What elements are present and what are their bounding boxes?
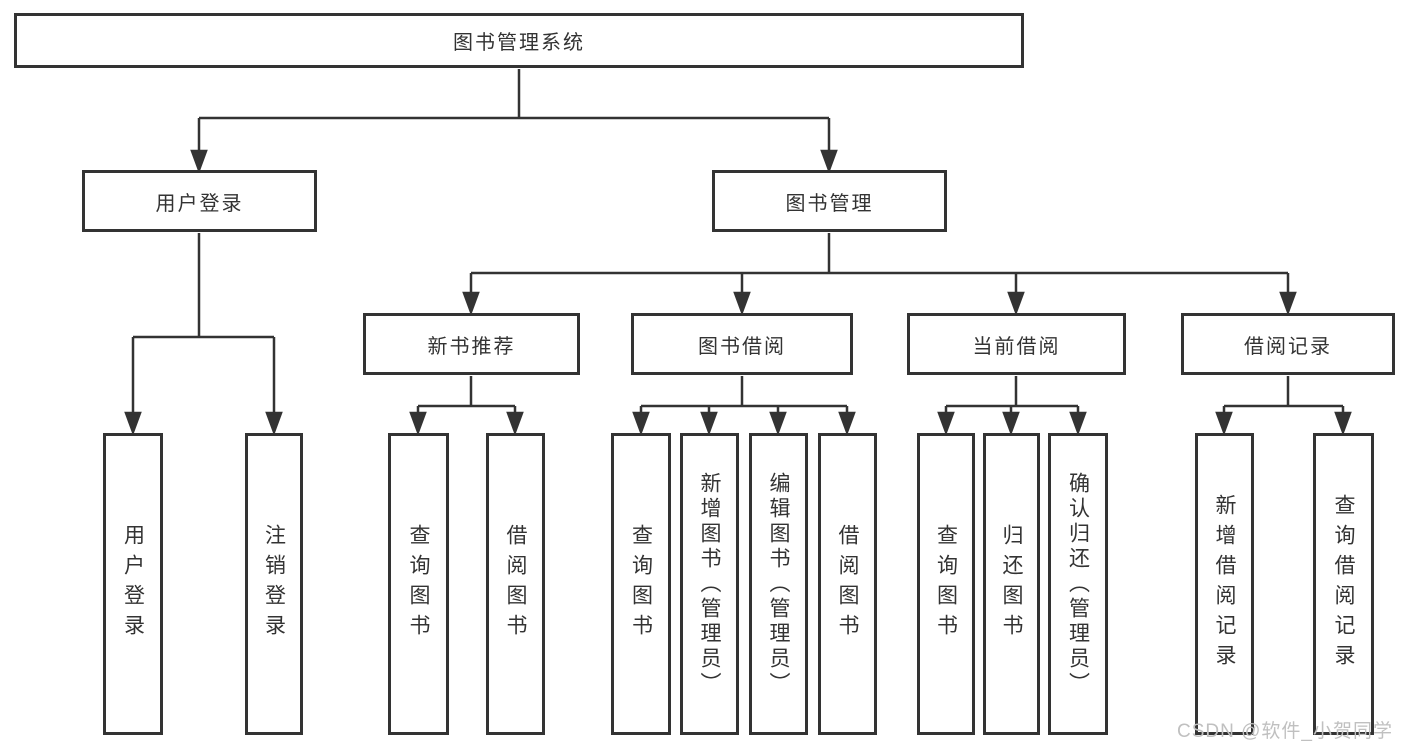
connector-line: [944, 376, 1080, 415]
arrowhead-icon: [769, 411, 787, 436]
arrowhead-icon: [1215, 411, 1233, 436]
node-label: 图书管理系统: [453, 32, 585, 54]
watermark: CSDN @软件_小贺同学: [1177, 721, 1393, 742]
connector-line: [197, 69, 831, 153]
node-book-borrowing: 图书借阅: [631, 313, 853, 375]
arrowhead-icon: [1279, 291, 1297, 316]
arrowhead-icon: [733, 291, 751, 316]
node-user-login-leaf: 用户登录: [103, 433, 163, 735]
node-label: 查询图书: [629, 524, 653, 644]
node-new-book-recommend: 新书推荐: [363, 313, 580, 375]
node-label: 图书管理: [785, 192, 874, 215]
node-edit-books-admin: 编辑图书（管理员）: [749, 433, 808, 735]
node-label: 编辑图书（管理员）: [767, 471, 790, 697]
connector-book-management-children: [462, 233, 1297, 316]
connector-new-book-children: [409, 376, 524, 436]
arrowhead-icon: [265, 411, 283, 436]
arrowhead-icon: [124, 411, 142, 436]
arrowhead-icon: [820, 149, 838, 174]
node-label: 确认归还（管理员）: [1066, 471, 1090, 697]
node-label: 借阅图书: [836, 524, 859, 644]
arrowhead-icon: [506, 411, 524, 436]
node-return-books: 归还图书: [983, 433, 1040, 735]
connector-line: [131, 233, 276, 415]
node-label: 图书借阅: [698, 335, 786, 358]
connector-borrowing-records-children: [1215, 376, 1352, 436]
arrowhead-icon: [462, 291, 480, 316]
node-user-login: 用户登录: [82, 170, 317, 232]
arrowhead-icon: [700, 411, 718, 436]
connector-line: [639, 376, 849, 415]
node-query-books: 查询图书: [611, 433, 671, 735]
node-borrowing-records: 借阅记录: [1181, 313, 1395, 375]
node-query-borrow-record: 查询借阅记录: [1313, 433, 1374, 735]
arrowhead-icon: [937, 411, 955, 436]
arrowhead-icon: [632, 411, 650, 436]
node-label: 当前借阅: [972, 335, 1061, 358]
node-label: 归还图书: [1000, 524, 1023, 644]
node-label: 用户登录: [121, 524, 145, 644]
node-label: 新增图书（管理员）: [698, 471, 721, 697]
connector-line: [1222, 376, 1345, 415]
node-label: 查询图书: [934, 524, 958, 644]
node-borrow-books: 借阅图书: [486, 433, 545, 735]
connector-root-to-level2: [190, 69, 838, 174]
connector-user-login-children: [124, 233, 283, 436]
node-logout-leaf: 注销登录: [245, 433, 303, 735]
arrowhead-icon: [190, 149, 208, 174]
arrowhead-icon: [409, 411, 427, 436]
node-confirm-return-admin: 确认归还（管理员）: [1048, 433, 1108, 735]
arrowhead-icon: [1007, 291, 1025, 316]
node-add-borrow-record: 新增借阅记录: [1195, 433, 1254, 735]
arrowhead-icon: [1002, 411, 1020, 436]
node-label: 借阅记录: [1244, 335, 1332, 358]
node-label: 查询图书: [407, 524, 430, 644]
connector-line: [469, 233, 1290, 295]
node-label: 新增借阅记录: [1213, 494, 1236, 674]
connector-line: [416, 376, 517, 415]
connector-current-borrowing-children: [937, 376, 1087, 436]
node-query-books: 查询图书: [388, 433, 449, 735]
node-book-management: 图书管理: [712, 170, 947, 232]
node-label: 用户登录: [155, 192, 244, 215]
node-label: 注销登录: [262, 524, 286, 644]
node-label: 新书推荐: [427, 335, 516, 358]
node-borrow-books: 借阅图书: [818, 433, 877, 735]
node-label: 查询借阅记录: [1332, 494, 1355, 674]
node-query-books: 查询图书: [917, 433, 975, 735]
arrowhead-icon: [1334, 411, 1352, 436]
arrowhead-icon: [1069, 411, 1087, 436]
node-current-borrowing: 当前借阅: [907, 313, 1126, 375]
node-add-books-admin: 新增图书（管理员）: [680, 433, 739, 735]
node-library-system: 图书管理系统: [14, 13, 1024, 68]
arrowhead-icon: [838, 411, 856, 436]
node-label: 借阅图书: [504, 524, 527, 644]
connector-book-borrowing-children: [632, 376, 856, 436]
